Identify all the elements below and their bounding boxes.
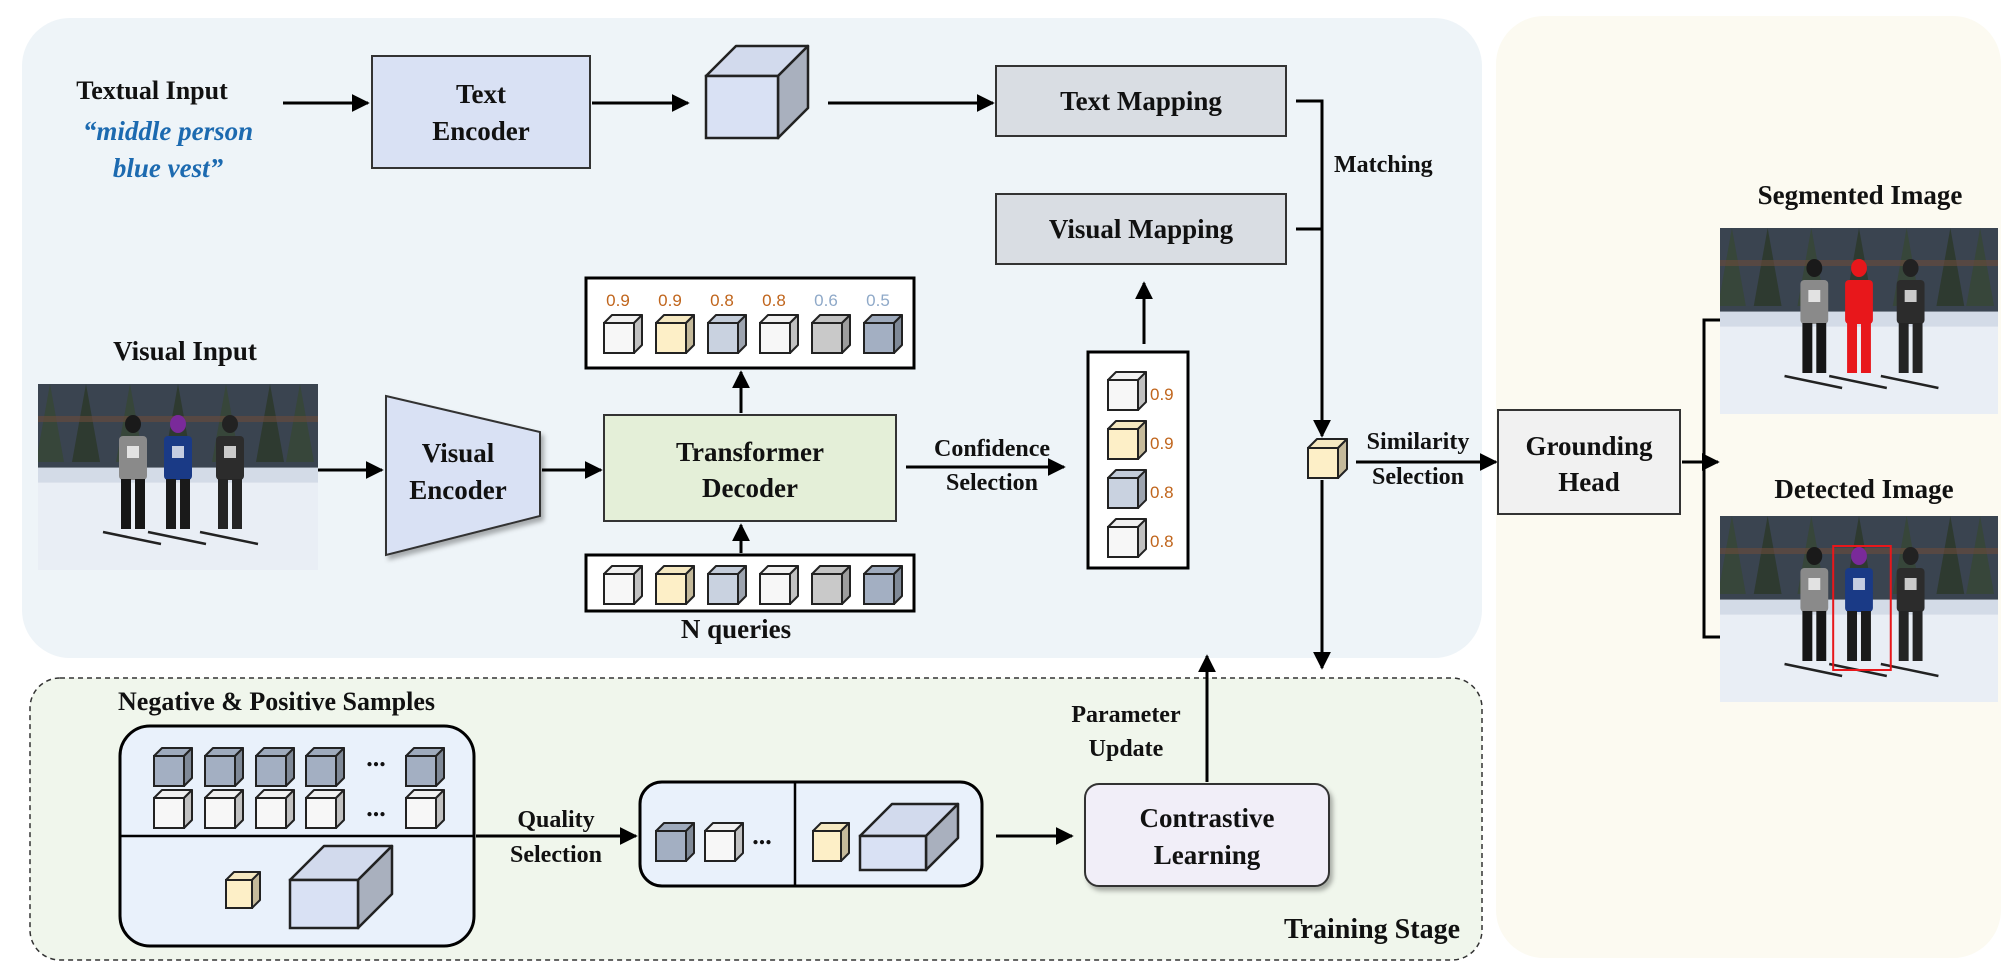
query-score-label: 0.5 (866, 291, 890, 310)
input-query-cube (863, 565, 903, 605)
visual-encoder-shape (385, 394, 541, 557)
negative-sample-cube (153, 789, 193, 829)
negative-sample-cube (153, 747, 193, 787)
selected-query-cube (1107, 469, 1147, 509)
negative-sample-cube (255, 789, 295, 829)
query-score-label: 0.9 (658, 291, 682, 310)
segmented-image-label: Segmented Image (1758, 180, 1963, 210)
text-encoder-box (371, 55, 591, 169)
input-query-cube (655, 565, 695, 605)
n-queries-label: N queries (681, 614, 791, 644)
query-score-label: 0.8 (762, 291, 786, 310)
matched-query-cube (1307, 438, 1348, 479)
transformer-decoder-box (603, 414, 897, 522)
grounding-head-label-2: Head (1558, 467, 1620, 497)
samples-ellipsis-2: ... (366, 793, 386, 822)
query-text-line2: blue vest” (113, 153, 224, 183)
contrastive-learning-label-1: Contrastive (1140, 803, 1275, 833)
matching-label: Matching (1334, 152, 1433, 178)
text-embedding-cube (704, 44, 810, 140)
selected-score-label: 0.9 (1150, 385, 1174, 404)
detected-image (1720, 516, 1998, 702)
text-mapping-box (995, 65, 1287, 137)
confidence-selection-label-2: Selection (946, 470, 1038, 496)
positive-sample-cube (225, 871, 261, 909)
selected-query-cube (1107, 518, 1147, 558)
output-bracket (1702, 318, 1722, 639)
parameter-update-label-1: Parameter (1071, 702, 1181, 728)
contrastive-learning-label-2: Learning (1154, 840, 1261, 870)
scored-query-cube (811, 314, 851, 354)
matching-connector (1296, 99, 1331, 438)
visual-encoder-label-2: Encoder (409, 475, 507, 505)
selected-query-cube (1107, 371, 1147, 411)
samples-title: Negative & Positive Samples (118, 687, 435, 716)
scored-query-cube (863, 314, 903, 354)
visual-input-label: Visual Input (113, 336, 257, 366)
input-query-cube (759, 565, 799, 605)
text-encoder-label-2: Encoder (432, 116, 530, 146)
visual-input-image (38, 384, 318, 570)
detected-image-label: Detected Image (1774, 474, 1953, 504)
selected-score-label: 0.8 (1150, 532, 1174, 551)
scored-query-cube (759, 314, 799, 354)
negative-sample-cube (305, 747, 345, 787)
matched-query-cube-shape (1307, 438, 1348, 479)
training-stage-label: Training Stage (1284, 914, 1460, 945)
negative-sample-cube (305, 789, 345, 829)
query-score-label: 0.8 (710, 291, 734, 310)
selected-score-label: 0.8 (1150, 483, 1174, 502)
photo-scene (38, 384, 318, 570)
input-query-cube (811, 565, 851, 605)
text-encoder-label-1: Text (456, 79, 506, 109)
transformer-decoder-label-2: Decoder (702, 473, 798, 503)
contrastive-learning-box (1084, 783, 1330, 887)
selected-text-feature-cube (858, 802, 960, 872)
samples-ellipsis-1: ... (366, 743, 386, 772)
scored-query-cube (655, 314, 695, 354)
quality-selection-label-1: Quality (517, 807, 594, 833)
text-mapping-label: Text Mapping (1060, 86, 1222, 116)
scored-query-cube (603, 314, 643, 354)
query-score-label: 0.6 (814, 291, 838, 310)
negative-sample-cube (204, 747, 244, 787)
negative-sample-cube (405, 747, 445, 787)
segmented-image (1720, 228, 1998, 414)
transformer-decoder-label-1: Transformer (676, 437, 824, 467)
photo-scene (1720, 516, 1998, 702)
negative-sample-cube (255, 747, 295, 787)
text-feature-cube (288, 844, 394, 930)
query-score-label: 0.9 (606, 291, 630, 310)
selected-positive-cube (812, 822, 850, 862)
negative-sample-cube (204, 789, 244, 829)
text-embedding-cube-shape (704, 44, 810, 140)
query-text-line1: “middle person (83, 116, 253, 146)
textual-input-label: Textual Input (76, 76, 228, 105)
selected-negative-cube (655, 822, 695, 862)
input-query-cube (603, 565, 643, 605)
confidence-selection-label-1: Confidence (934, 436, 1050, 462)
input-query-cube (707, 565, 747, 605)
negative-sample-cube (405, 789, 445, 829)
selected-score-label: 0.9 (1150, 434, 1174, 453)
selected-query-cube (1107, 420, 1147, 460)
scored-query-cube (707, 314, 747, 354)
grounding-head-box (1497, 409, 1681, 515)
visual-encoder-label-1: Visual (422, 438, 495, 468)
parameter-update-label-2: Update (1089, 736, 1164, 762)
photo-scene (1720, 228, 1998, 414)
similarity-selection-label-2: Selection (1372, 464, 1464, 490)
visual-mapping-label: Visual Mapping (1049, 214, 1234, 244)
selected-samples-ellipsis: ... (752, 821, 772, 850)
selected-negative-cube (704, 822, 744, 862)
similarity-selection-label-1: Similarity (1367, 429, 1470, 455)
grounding-head-label-1: Grounding (1525, 431, 1653, 461)
visual-mapping-box (995, 193, 1287, 265)
quality-selection-label-2: Selection (510, 842, 602, 868)
